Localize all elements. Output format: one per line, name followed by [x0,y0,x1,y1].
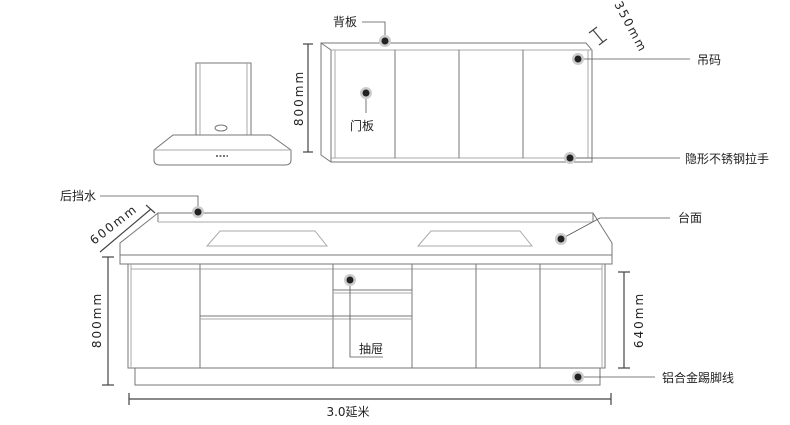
countertop-label: 台面 [678,210,702,225]
range-hood [153,62,292,166]
base-height-dimension: 800mm [90,256,114,386]
drawer-label: 抽屉 [359,342,383,356]
door-panel-label: 门板 [350,118,374,133]
countertop [119,212,613,265]
wall-depth-label: 350mm [611,0,650,55]
wall-height-label: 800mm [292,70,306,126]
wall-height-dimension: 800mm [292,43,313,153]
total-length-label: 3.0延米 [326,405,369,419]
back-panel-label: 背板 [333,15,357,29]
hanging-code-label: 吊码 [697,53,721,67]
hidden-handle-label: 隐形不锈钢拉手 [685,151,769,166]
base-cabinet [127,263,606,386]
wall-cabinet [320,42,593,163]
backsplash-label: 后挡水 [60,189,96,203]
total-length-dimension: 3.0延米 [128,393,612,419]
wall-depth-dimension: 350mm [588,0,650,55]
body-height-label: 640mm [632,292,646,348]
kickboard-label: 铝合金踢脚线 [662,370,734,385]
base-depth-dimension: 600mm [87,202,156,253]
body-height-dimension: 640mm [618,271,646,369]
base-height-label: 800mm [90,292,104,348]
